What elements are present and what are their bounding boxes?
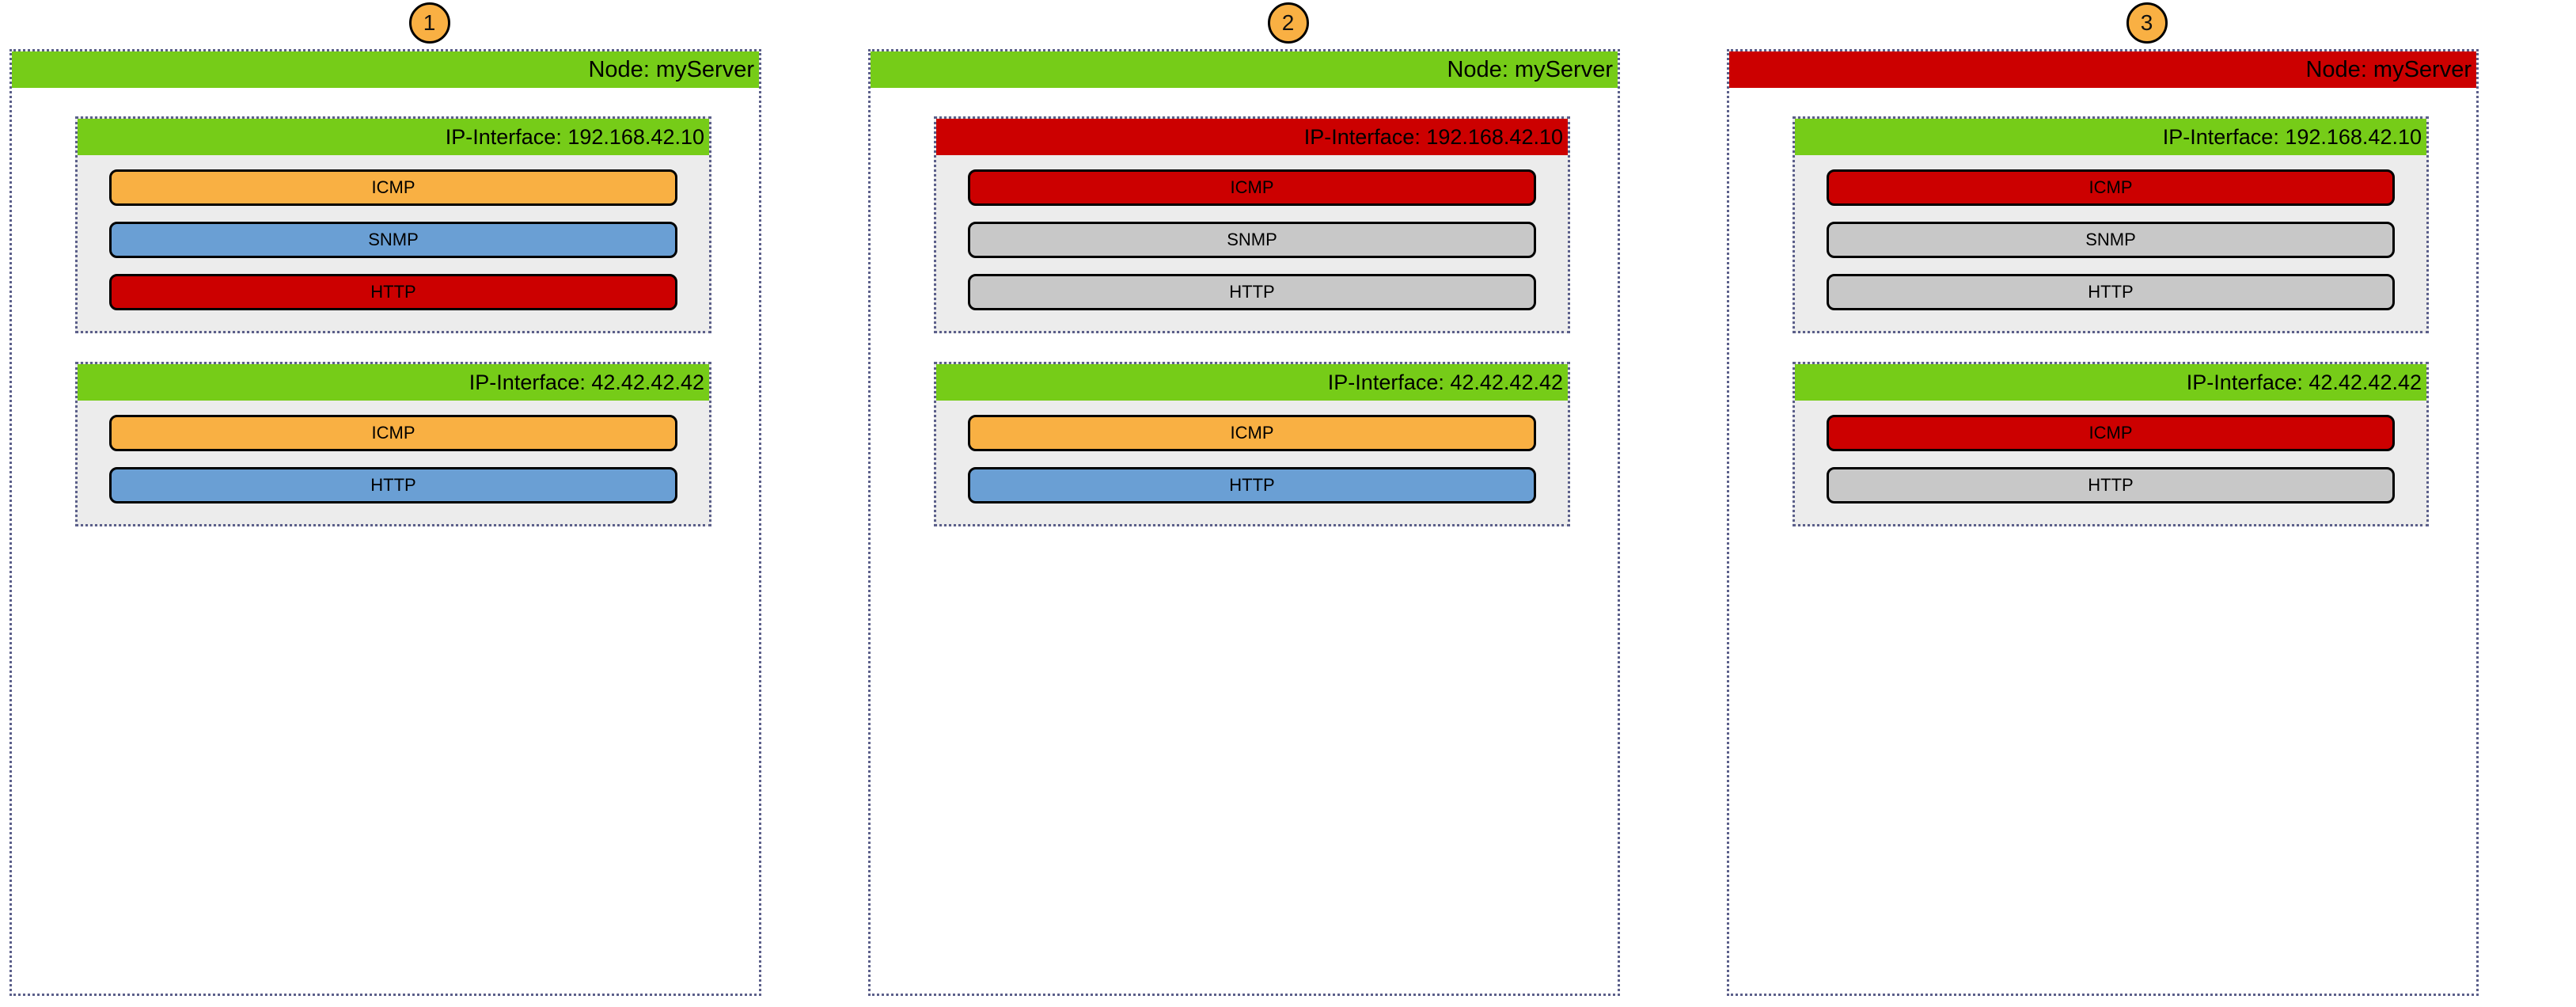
ip-interface-header-label: IP-Interface: 192.168.42.10 bbox=[78, 119, 709, 155]
service-list: ICMP HTTP bbox=[1795, 401, 2426, 524]
service-pill: ICMP bbox=[968, 415, 1536, 451]
ip-interface-header-label: IP-Interface: 42.42.42.42 bbox=[78, 364, 709, 401]
step-number-badge: 2 bbox=[1267, 2, 1309, 44]
service-list: ICMP SNMP HTTP bbox=[1795, 155, 2426, 331]
service-pill: ICMP bbox=[109, 169, 677, 206]
step-badge-row: 3 bbox=[1717, 0, 2576, 49]
service-pill: SNMP bbox=[1827, 222, 2395, 258]
service-pill: HTTP bbox=[1827, 274, 2395, 310]
node-header-label: Node: myServer bbox=[1729, 51, 2476, 88]
ip-interface-header-label: IP-Interface: 42.42.42.42 bbox=[1795, 364, 2426, 401]
ip-interface-header-label: IP-Interface: 192.168.42.10 bbox=[936, 119, 1568, 155]
service-list: ICMP SNMP HTTP bbox=[78, 155, 709, 331]
step-badge-row: 2 bbox=[859, 0, 1717, 49]
ip-interface-header-label: IP-Interface: 192.168.42.10 bbox=[1795, 119, 2426, 155]
ip-interface-header-label: IP-Interface: 42.42.42.42 bbox=[936, 364, 1568, 401]
service-pill: HTTP bbox=[109, 274, 677, 310]
service-pill: HTTP bbox=[109, 467, 677, 504]
step-badge-row: 1 bbox=[0, 0, 859, 49]
service-pill: ICMP bbox=[1827, 169, 2395, 206]
node-header-label: Node: myServer bbox=[12, 51, 759, 88]
service-pill: ICMP bbox=[968, 169, 1536, 206]
service-pill: ICMP bbox=[109, 415, 677, 451]
service-pill: ICMP bbox=[1827, 415, 2395, 451]
service-pill: SNMP bbox=[968, 222, 1536, 258]
service-pill: HTTP bbox=[1827, 467, 2395, 504]
step-number-badge: 3 bbox=[2126, 2, 2168, 44]
step-number-badge: 1 bbox=[408, 2, 450, 44]
service-list: ICMP HTTP bbox=[78, 401, 709, 524]
service-pill: SNMP bbox=[109, 222, 677, 258]
node-header-label: Node: myServer bbox=[871, 51, 1618, 88]
service-pill: HTTP bbox=[968, 467, 1536, 504]
service-pill: HTTP bbox=[968, 274, 1536, 310]
service-list: ICMP SNMP HTTP bbox=[936, 155, 1568, 331]
service-list: ICMP HTTP bbox=[936, 401, 1568, 524]
